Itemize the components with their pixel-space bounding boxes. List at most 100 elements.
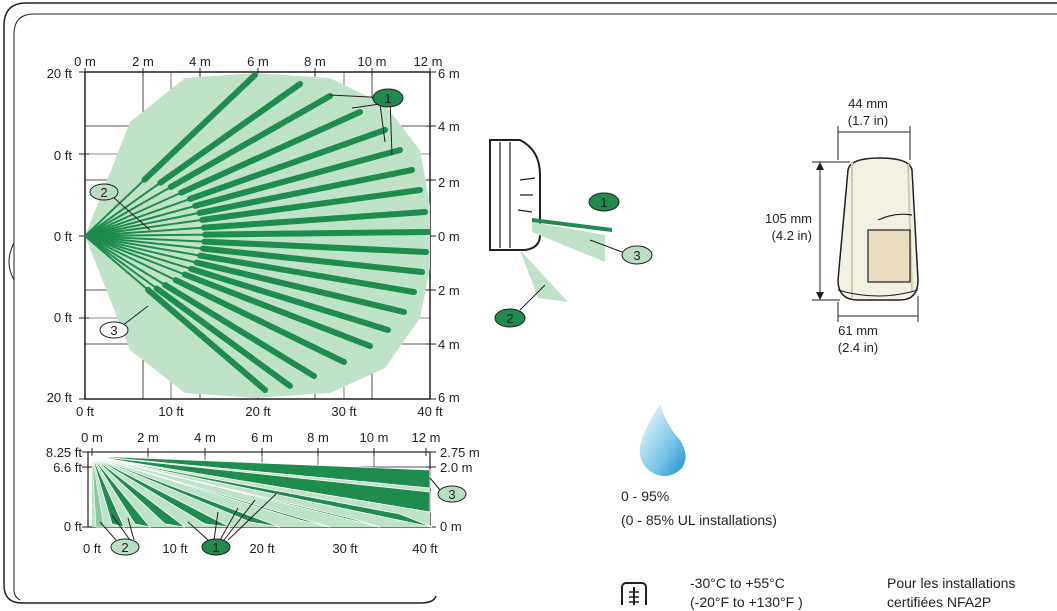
side-detection-beam [91, 455, 331, 528]
tick-label: 10 m [358, 54, 387, 69]
side-detection-beam [91, 455, 381, 528]
tick-label: 20 ft [47, 66, 73, 81]
tick-label: 30 ft [332, 541, 358, 556]
detection-beam [187, 127, 388, 202]
tick-label: 4 m [438, 119, 460, 134]
inner-frame [13, 13, 1057, 601]
zone-1-beam [532, 218, 612, 232]
dim-width-top: 44 mm [848, 96, 888, 111]
detection-beam-origin [84, 178, 146, 237]
detection-beam-origin [84, 235, 149, 291]
tick-label: 20 ft [245, 404, 271, 419]
detection-beam-origin [84, 235, 192, 270]
tick-label: 0 m [74, 54, 96, 69]
device-lens [867, 229, 911, 283]
tick-label: 2 m [438, 283, 460, 298]
detection-beam-origin [84, 235, 204, 250]
side-detection-beam [91, 455, 431, 513]
callout-number: 3 [448, 487, 455, 502]
callout-number: 2 [506, 311, 513, 326]
callout-number: 3 [110, 323, 117, 338]
callout-number: 1 [600, 195, 607, 210]
detection-beam [202, 229, 431, 238]
tick-label: 8.25 ft [46, 445, 83, 460]
detection-beam [157, 81, 303, 186]
tick-label: 0 ft [54, 229, 72, 244]
detection-beam [153, 285, 293, 389]
callout-number: 1 [384, 91, 391, 106]
tick-label: 0 ft [83, 541, 101, 556]
tick-label: 40 ft [417, 404, 443, 419]
tick-label: 2 m [132, 54, 154, 69]
detection-beam [145, 286, 268, 393]
tick-label: 8 m [304, 54, 326, 69]
side-detection-beam [91, 455, 431, 489]
left-frame-notch [8, 242, 15, 281]
top-right-m-ticks: 6 m 4 m 2 m 0 m 2 m 4 m 6 m [438, 66, 460, 405]
zone-2-beam [520, 250, 568, 302]
tick-label: 12 m [412, 430, 441, 445]
detection-beam [192, 147, 403, 209]
detection-beam-origin [84, 186, 172, 237]
detection-beam-origin [84, 197, 191, 237]
profile-callout-1: 1 [588, 192, 620, 212]
humidity-ul-note: (0 - 85% UL installations) [621, 512, 777, 528]
side-right-m-ticks: 2.75 m 2.0 m 0 m [440, 445, 480, 534]
side-x-m-ticks: 0 m 2 m 4 m 6 m 8 m 10 m 12 m [81, 430, 440, 445]
top-view: 0 m 2 m 4 m 6 m 8 m 10 m 1 2 m 0 ft 10 ft… [47, 54, 460, 419]
detection-beam [201, 209, 428, 231]
tick-label: 8 m [307, 430, 329, 445]
detection-beam [199, 187, 423, 223]
tick-label: 0 m [438, 229, 460, 244]
tick-label: 0 ft [54, 310, 72, 325]
bottom-frame-stroke [30, 595, 437, 604]
tick-label: 10 ft [158, 404, 184, 419]
callout-number: 3 [633, 248, 640, 263]
detection-beam-origin [84, 226, 205, 237]
french-note-line1: Pour les installations [887, 575, 1016, 591]
detection-beam-origin [84, 211, 200, 237]
detection-beam [178, 109, 363, 196]
french-note-line2: certifiées NFA2P [887, 594, 992, 610]
detection-beam [172, 277, 347, 365]
side-callout-1: 1 [187, 493, 277, 556]
detection-beam-origin [84, 235, 166, 286]
tick-label: 6 m [251, 430, 273, 445]
top-left-ft-ticks: 20 ft 0 ft 0 ft 0 ft 20 ft [47, 66, 73, 405]
sensor-profile: 1 3 2 [489, 139, 653, 328]
tick-label: 6.6 ft [53, 460, 82, 475]
tick-label: 0 ft [76, 404, 94, 419]
device-front-view: 44 mm (1.7 in) 105 mm (4.2 in) 61 mm (2.… [765, 96, 919, 355]
tick-label: 6 m [247, 54, 269, 69]
side-detection-beam [91, 455, 125, 528]
top-view-beams [84, 72, 431, 393]
side-detection-beam [91, 455, 281, 528]
tick-label: 2.75 m [440, 445, 480, 460]
side-x-ft-ticks: 0 ft 10 ft 20 ft 30 ft 40 ft [83, 541, 438, 556]
tick-label: 20 ft [47, 390, 73, 405]
top-callout-3: 3 [99, 305, 149, 339]
side-callout-3: 3 [429, 477, 467, 503]
side-detection-beam [91, 455, 105, 528]
detection-beam-origin [84, 235, 177, 281]
detection-beam-origin [84, 181, 161, 237]
detection-beam-origin [84, 218, 203, 237]
tick-label: 0 ft [54, 148, 72, 163]
detection-beam-origin [84, 235, 186, 276]
detection-beam-origin [84, 233, 206, 237]
top-x-ft-ticks: 0 ft 10 ft 20 ft 30 ft 40 ft [76, 404, 443, 419]
callout-number: 1 [212, 540, 219, 555]
side-view-beams [91, 455, 433, 528]
detection-beam-origin [84, 235, 205, 243]
tick-label: 2.0 m [440, 460, 473, 475]
side-detection-beam [91, 455, 152, 528]
detection-beam [181, 271, 373, 349]
side-left-ft-ticks: 8.25 ft 6.6 ft 0 ft [46, 445, 83, 534]
callout-number: 2 [121, 540, 128, 555]
zone-3-beam [532, 222, 605, 262]
detection-beam [193, 259, 407, 315]
tick-label: 0 m [81, 430, 103, 445]
side-detection-beam [91, 455, 186, 528]
tick-label: 10 m [360, 430, 389, 445]
